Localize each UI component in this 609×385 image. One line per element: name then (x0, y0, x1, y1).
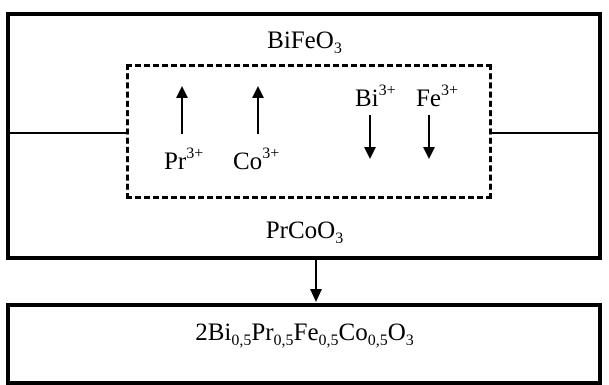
pr-ion-label: Pr3+ (164, 145, 204, 175)
reaction-arrow (310, 260, 322, 302)
bi-spin-down-arrow (364, 115, 376, 159)
co-ion-label: Co3+ (233, 145, 280, 175)
bi-ion-label: Bi3+ (355, 82, 396, 112)
bifeo3-label: BiFeO3 (267, 27, 342, 57)
interface-region-dashed-box (126, 64, 492, 199)
pr-spin-up-arrow (176, 86, 188, 134)
right-interface-line (492, 132, 598, 134)
prcoo3-label: PrCoO3 (265, 217, 344, 247)
left-interface-line (10, 132, 126, 134)
bifeo3-prcoo3-frame (6, 12, 602, 260)
fe-ion-label: Fe3+ (416, 82, 459, 112)
product-formula-label: 2Bi0,5Pr0,5Fe0,5Co0,5O3 (195, 319, 414, 349)
co-spin-up-arrow (252, 86, 264, 134)
fe-spin-down-arrow (423, 115, 435, 159)
